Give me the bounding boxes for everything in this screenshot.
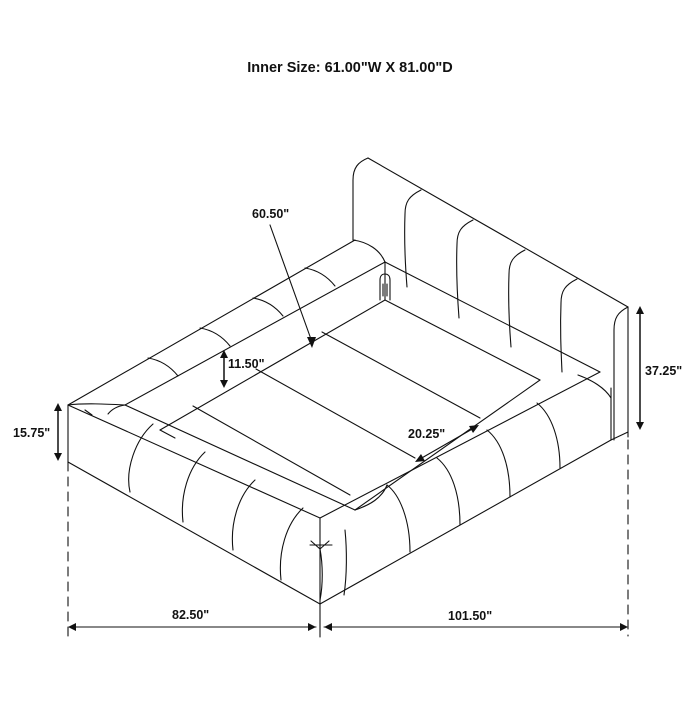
dim-label-inner-width: 60.50": [252, 207, 290, 221]
dim-15-75-arrow: [54, 403, 62, 461]
inner-size-title: Inner Size: 61.00"W X 81.00"D: [247, 60, 453, 76]
dim-bottom-arrows: [68, 623, 628, 631]
dim-label-overall-width: 82.50": [172, 608, 210, 622]
dim-label-headboard-height: 37.25": [645, 364, 683, 378]
dim-label-rail-height: 11.50": [228, 357, 265, 371]
dim-label-footboard-height: 15.75": [13, 426, 51, 440]
right-side-rail: [319, 371, 612, 605]
dim-label-rail-width: 20.25": [408, 427, 446, 441]
dim-60-50-leader: [269, 224, 316, 348]
dim-37-25-arrow: [636, 306, 644, 430]
left-side-rail: [67, 239, 386, 431]
bracket: [379, 273, 391, 301]
deck: [159, 261, 601, 496]
headboard: [352, 157, 629, 441]
dim-20-25-arrow: [415, 425, 479, 462]
footboard: [67, 403, 356, 605]
extension-lines: [67, 439, 629, 638]
dim-label-overall-length: 101.50": [448, 609, 493, 623]
dim-11-50-arrow: [220, 350, 228, 388]
